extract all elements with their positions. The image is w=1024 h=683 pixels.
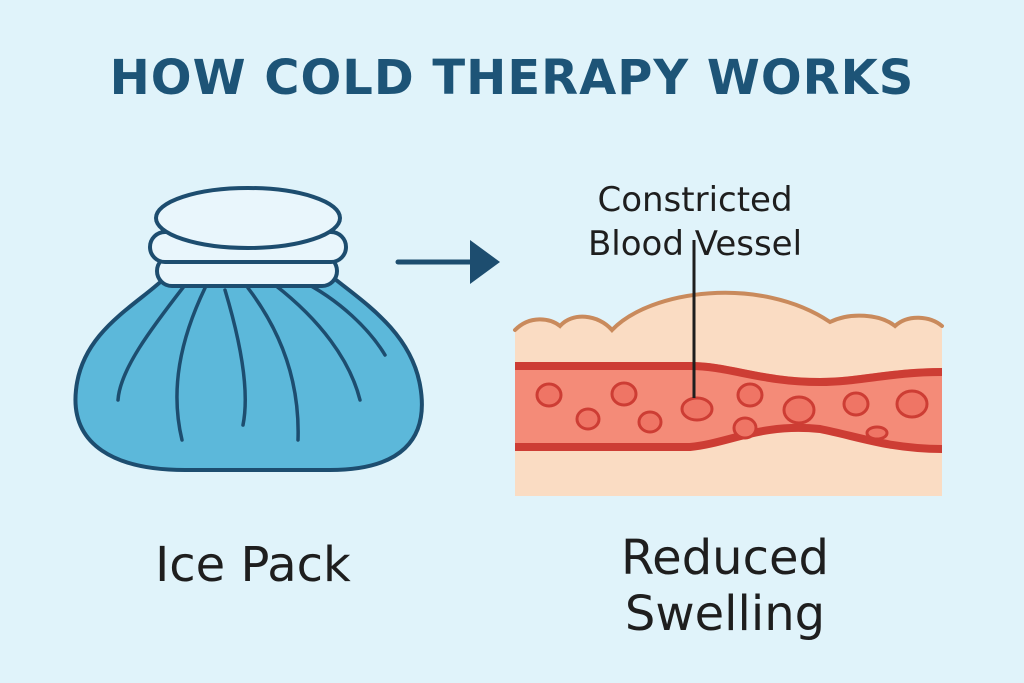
vessel-wall-top xyxy=(515,362,943,387)
vessel-label-line-2: Blood Vessel xyxy=(587,224,803,264)
blood-cell xyxy=(782,395,816,425)
blood-cell xyxy=(680,396,714,422)
result-caption-line-2: Swelling xyxy=(624,586,826,642)
blood-vessel-icon xyxy=(513,240,944,496)
blood-cell xyxy=(610,381,638,407)
ice-pack-icon xyxy=(73,186,424,472)
blood-cell xyxy=(842,391,870,417)
blood-cell xyxy=(732,416,758,440)
vessel-wall-bottom xyxy=(515,423,943,453)
result-caption: Reduced Swelling xyxy=(590,530,860,642)
blood-cells xyxy=(535,381,929,441)
result-caption-line-1: Reduced xyxy=(620,530,829,586)
blood-cell xyxy=(865,425,889,441)
blood-cell xyxy=(736,382,764,408)
ice-pack-caption: Ice Pack xyxy=(155,537,351,593)
skin-outline xyxy=(513,290,944,333)
blood-cell xyxy=(535,382,563,408)
blood-cell xyxy=(637,410,663,434)
ice-pack-cap xyxy=(148,186,348,288)
arrow-right-icon xyxy=(395,240,500,284)
vessel-label-line-1: Constricted xyxy=(597,180,793,220)
page-title: HOW COLD THERAPY WORKS xyxy=(109,50,915,106)
constricted-vessel-label: Constricted Blood Vessel xyxy=(560,178,830,266)
ice-pack-folds xyxy=(116,278,387,442)
blood-cell xyxy=(575,407,601,431)
blood-cell xyxy=(895,389,929,419)
ice-pack-bag xyxy=(73,273,424,472)
